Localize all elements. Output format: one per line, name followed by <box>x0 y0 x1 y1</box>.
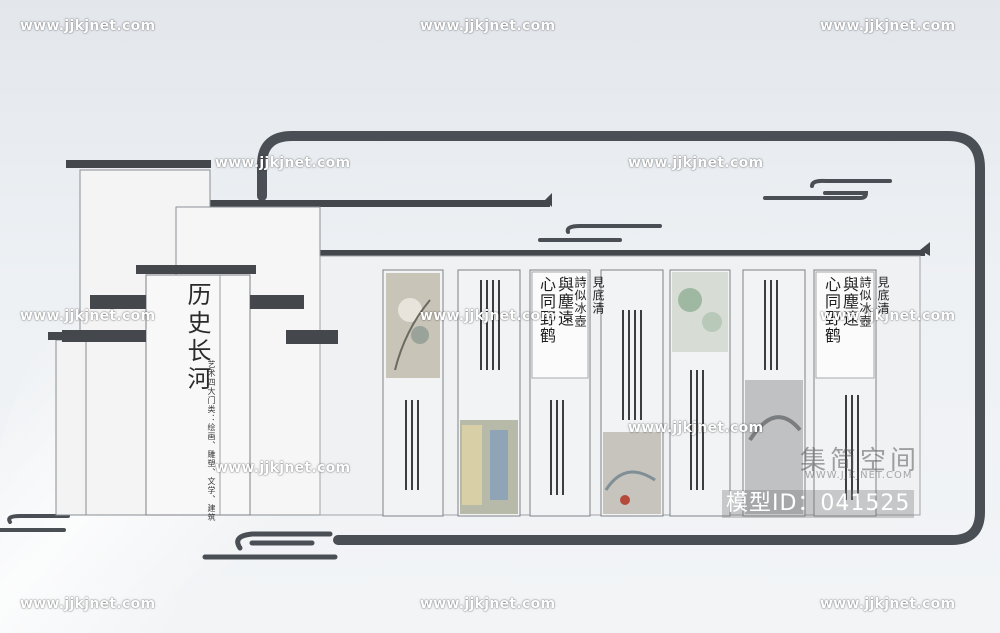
watermark: www.jjkjnet.com <box>628 155 764 171</box>
watermark: www.jjkjnet.com <box>215 460 351 476</box>
watermark: www.jjkjnet.com <box>420 596 556 612</box>
calligraphy-text-b-line-2: 與塵遠 <box>840 276 859 327</box>
calligraphy-text-a-line-1: 心同野鹤 <box>537 276 556 344</box>
eave-right-lower <box>286 330 338 344</box>
roof-beam-lower-tip <box>920 242 930 256</box>
panel-4 <box>600 269 664 517</box>
roof-beam-upper-tip <box>545 193 552 207</box>
panel-5 <box>669 269 731 517</box>
watermark: www.jjkjnet.com <box>20 596 156 612</box>
watermark: www.jjkjnet.com <box>20 308 156 324</box>
watermark: www.jjkjnet.com <box>420 308 556 324</box>
watermark: www.jjkjnet.com <box>820 18 956 34</box>
back-wall-tall-roof <box>66 160 211 168</box>
watermark: www.jjkjnet.com <box>628 420 764 436</box>
logo-brand-name: 集简空间 <box>800 446 921 476</box>
calligraphy-extra-line: 見底清 <box>591 276 605 315</box>
exhibit-subtitle: 艺术四大门类：绘画、雕塑、文学、建筑 <box>207 360 216 522</box>
calligraphy-text-a-line-2: 與塵遠 <box>555 276 574 327</box>
calligraphy-extra-line: 見底清 <box>876 276 890 315</box>
roof-beam-lower <box>320 250 925 256</box>
calligraphy-box-b <box>815 271 875 379</box>
exhibit-title: 历史长河 <box>183 282 211 394</box>
left-low-wall <box>55 339 87 516</box>
calligraphy-box-a <box>531 271 589 379</box>
watermark: www.jjkjnet.com <box>820 596 956 612</box>
watermark: www.jjkjnet.com <box>420 18 556 34</box>
lotus-leaf-painting <box>672 272 728 352</box>
eave-right-upper <box>250 295 304 309</box>
calligraphy-extra-line: 詩似冰壺 <box>573 276 587 328</box>
calligraphy-extra-line: 詩似冰壺 <box>858 276 872 328</box>
watermark: www.jjkjnet.com <box>20 18 156 34</box>
panel-2 <box>457 269 521 517</box>
rounded-frame <box>257 131 985 545</box>
title-wall <box>145 274 251 516</box>
panel-1 <box>382 269 444 517</box>
eave-left-upper <box>90 295 146 309</box>
ink-wash-painting <box>745 380 803 514</box>
logo-site-url: WWW.JJKJNET.COM <box>805 470 913 481</box>
panel-6 <box>742 269 806 517</box>
watermark: www.jjkjnet.com <box>215 155 351 171</box>
cloud-motif-top-right <box>763 178 892 200</box>
eave-left-lower <box>62 330 146 342</box>
cloud-motif-bottom-left <box>202 531 338 560</box>
cloud-motif-mid <box>538 224 662 242</box>
cloud-motif-far-left <box>0 514 70 532</box>
watermark: www.jjkjnet.com <box>820 308 956 324</box>
roof-beam-upper <box>170 200 550 207</box>
decorative-text-columns <box>405 280 859 500</box>
calligraphy-text-b-line-1: 心同野鹤 <box>822 276 841 344</box>
title-wall-roof <box>136 265 256 274</box>
panel-3 <box>529 269 591 517</box>
model-id-badge: 模型ID：041525 <box>722 490 915 518</box>
